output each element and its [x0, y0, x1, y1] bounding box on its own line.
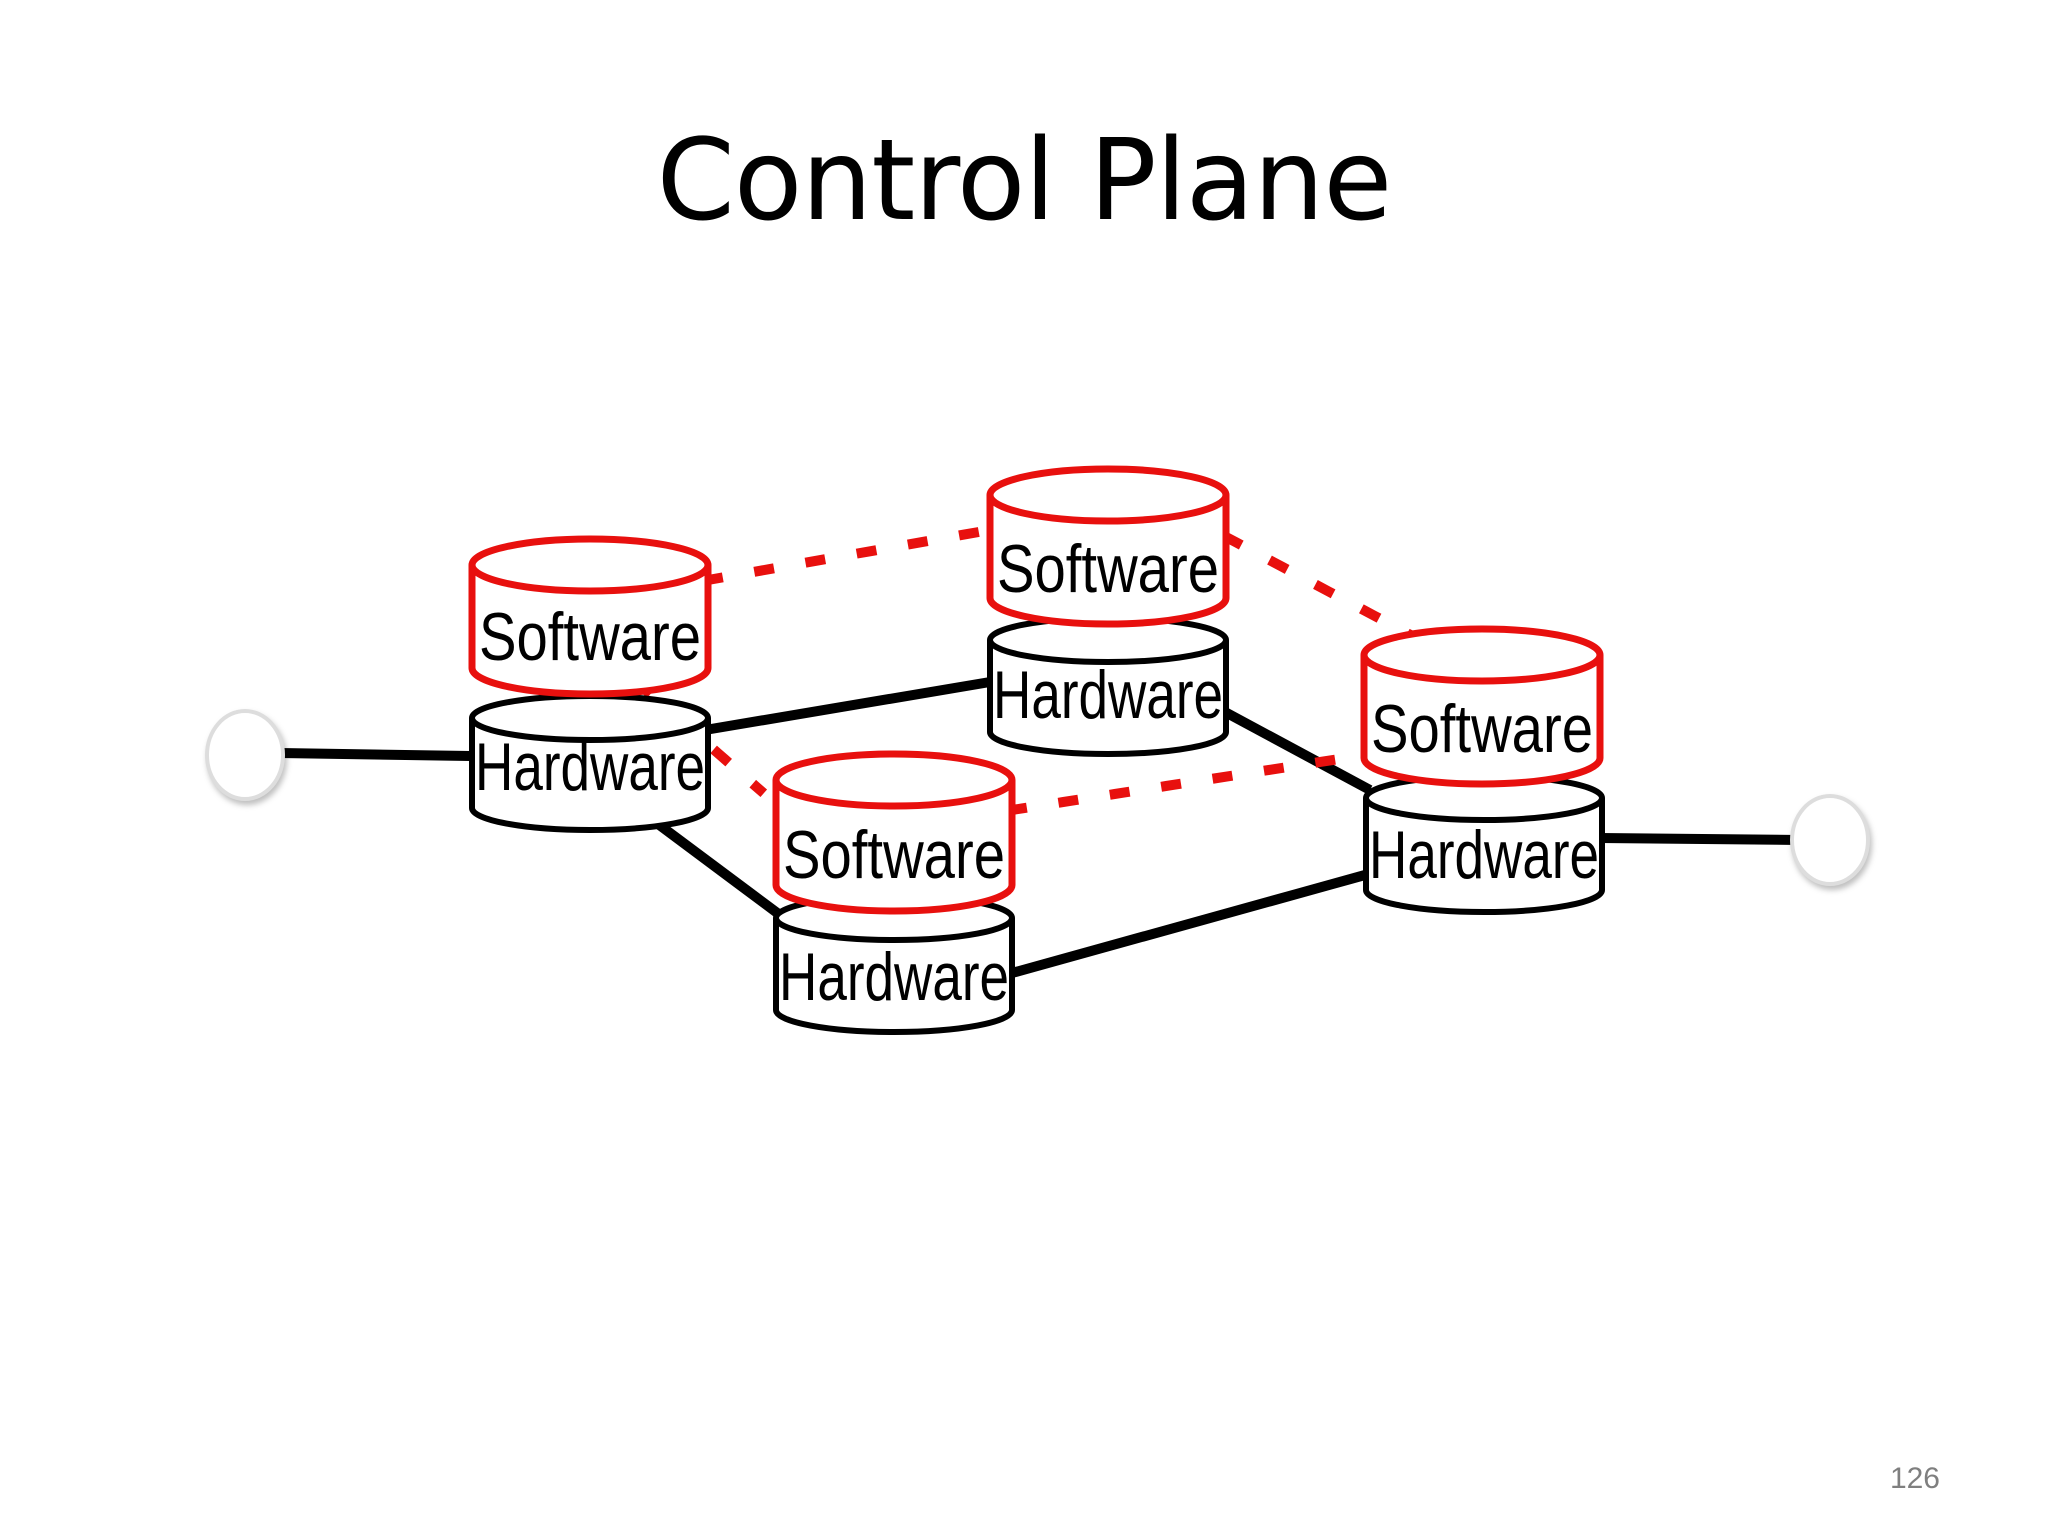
software-cylinder: Software — [772, 750, 1016, 915]
software-label: Software — [479, 599, 701, 675]
router-right: Hardware Software — [1360, 625, 1605, 915]
software-label: Software — [997, 531, 1219, 607]
hardware-label: Hardware — [993, 657, 1223, 733]
hardware-cylinder: Hardware — [469, 693, 711, 833]
control-link-top-right — [1221, 531, 1427, 647]
slide-title: Control Plane — [656, 116, 1393, 246]
software-cylinder: Software — [1360, 625, 1604, 788]
endpoints — [205, 709, 1870, 886]
hardware-label: Hardware — [1369, 817, 1599, 893]
software-label: Software — [1371, 691, 1593, 767]
hardware-cylinder: Hardware — [987, 615, 1229, 757]
hardware-cylinder: Hardware — [1363, 773, 1605, 915]
control-link-bottom-right — [1006, 749, 1371, 816]
link-top-right — [1222, 707, 1373, 795]
endpoint-left — [205, 709, 285, 801]
router-bottom: Hardware Software — [772, 750, 1016, 1035]
link-left-endpoint — [279, 748, 471, 761]
endpoint-right — [1790, 794, 1870, 886]
hardware-cylinder: Hardware — [773, 893, 1015, 1035]
software-label: Software — [783, 817, 1005, 893]
hardware-label: Hardware — [475, 729, 705, 805]
router-left: Hardware Software — [468, 535, 712, 833]
software-cylinder: Software — [468, 535, 712, 698]
link-left-bottom — [647, 813, 783, 920]
router-top: Hardware Software — [986, 465, 1230, 757]
link-left-top — [704, 677, 991, 735]
software-cylinder: Software — [986, 465, 1230, 628]
link-bottom-right — [1010, 870, 1367, 978]
data-plane-links — [279, 677, 1801, 978]
link-right-endpoint — [1599, 833, 1801, 845]
hardware-label: Hardware — [779, 939, 1009, 1015]
slide-number: 126 — [1889, 1462, 1940, 1495]
control-link-left-top — [702, 524, 996, 586]
